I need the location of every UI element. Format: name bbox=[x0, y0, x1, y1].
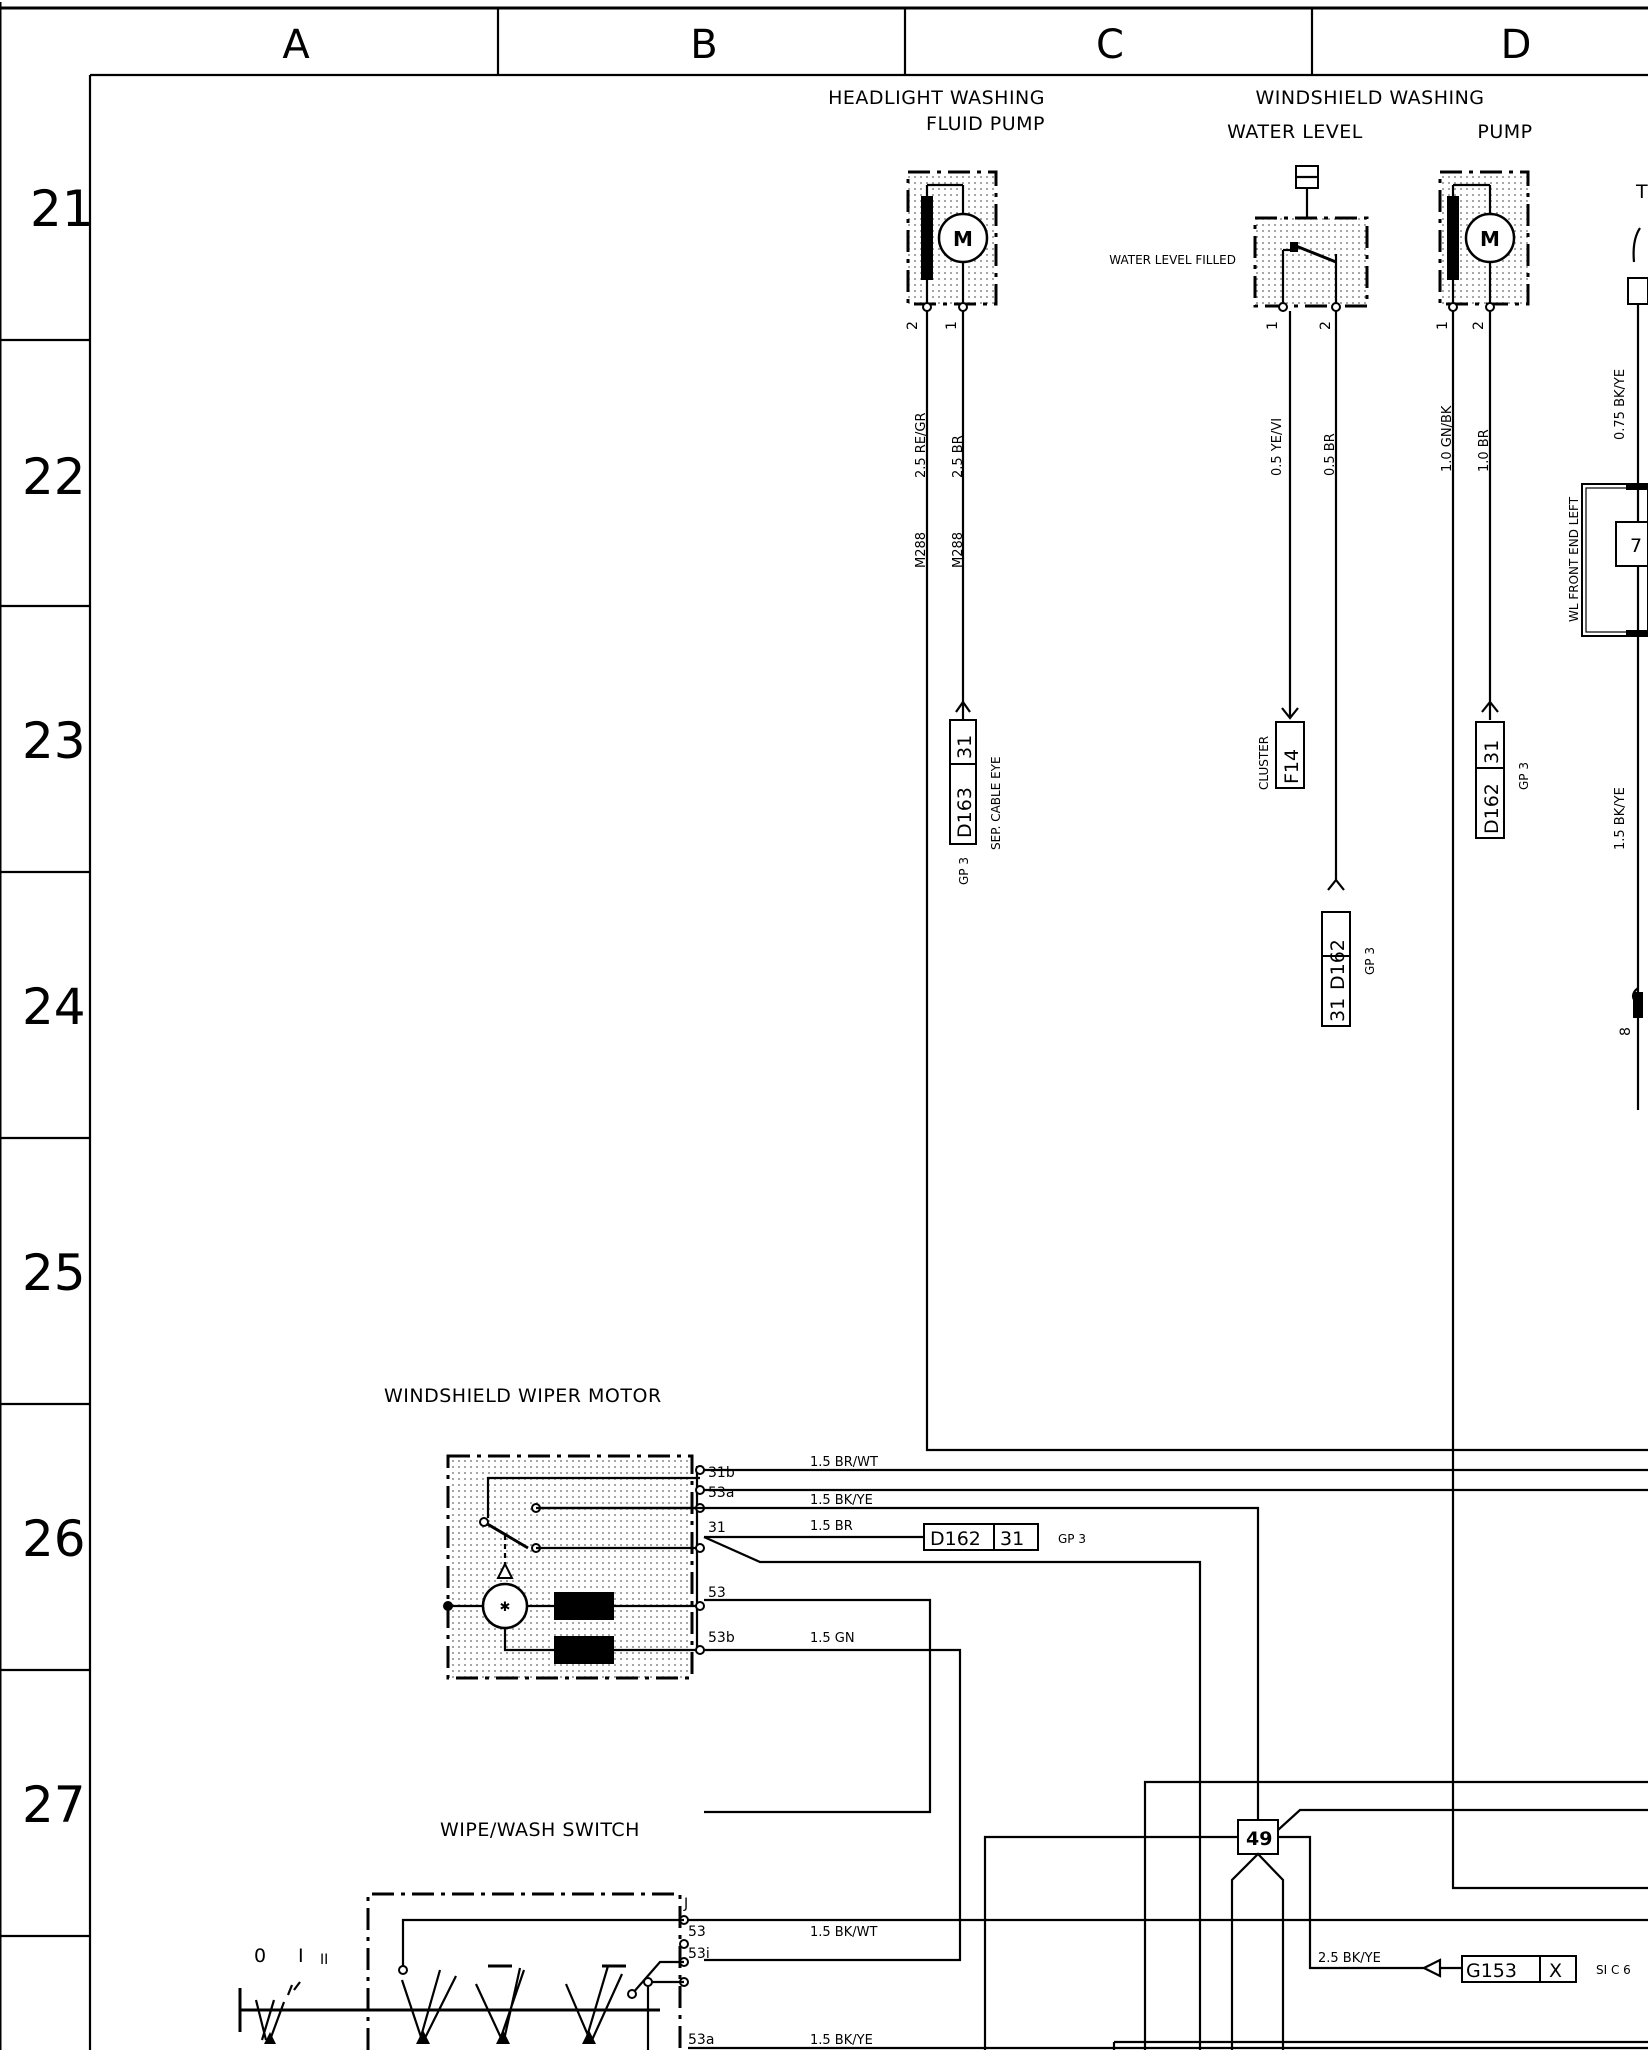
water-level-label: WATER LEVEL bbox=[1227, 121, 1363, 143]
connector-f14: F14 CLUSTER bbox=[1257, 721, 1305, 790]
svg-text:X: X bbox=[1549, 1960, 1562, 1982]
wire-label-wl-1: 0.5 YE/VI bbox=[1270, 418, 1285, 476]
switch-terminal-53a: 53a bbox=[688, 2032, 714, 2048]
svg-text:31: 31 bbox=[1327, 998, 1349, 1022]
svg-text:31: 31 bbox=[1000, 1528, 1024, 1550]
svg-text:D163: D163 bbox=[954, 787, 976, 838]
wire-label-m288-a: M288 bbox=[914, 532, 929, 568]
column-header-a: A bbox=[282, 22, 310, 68]
svg-text:SEP. CABLE EYE: SEP. CABLE EYE bbox=[989, 756, 1003, 850]
connector-d162-a: D162 31 GP 3 bbox=[1321, 911, 1377, 1027]
switch-terminal-53: 53 bbox=[688, 1924, 706, 1940]
svg-text:31: 31 bbox=[1481, 740, 1503, 764]
pump-label: PUMP bbox=[1477, 121, 1532, 143]
water-level-filled-label: WATER LEVEL FILLED bbox=[1109, 253, 1236, 267]
svg-text:7: 7 bbox=[1630, 535, 1642, 557]
row-number-27: 27 bbox=[22, 1776, 86, 1834]
svg-text:SI C 6: SI C 6 bbox=[1596, 1963, 1631, 1977]
terminal-31b: 31b bbox=[708, 1465, 735, 1481]
connector-d162-c: D162 31 GP 3 bbox=[923, 1523, 1086, 1551]
hl-pump-pin-2: 2 bbox=[905, 321, 921, 330]
svg-text:GP 3: GP 3 bbox=[1058, 1532, 1086, 1546]
ws-pump-pin-2: 2 bbox=[1471, 321, 1487, 330]
row-number-23: 23 bbox=[22, 712, 86, 770]
wire-hl-pin2 bbox=[925, 311, 1648, 1452]
partial-right-component: T 0.75 BK/YE WL FRONT END LEFT 7 1.5 BK/… bbox=[1567, 181, 1648, 1110]
ws-pump-pin-1: 1 bbox=[1435, 321, 1451, 330]
svg-text:CLUSTER: CLUSTER bbox=[1257, 736, 1271, 790]
wire-label-ws-2: 1.0 BR bbox=[1477, 429, 1492, 472]
wl-front-end-left-label: WL FRONT END LEFT bbox=[1567, 496, 1581, 622]
splice-49: 49 bbox=[1237, 1819, 1279, 1855]
switch-pos-0: 0 bbox=[254, 1945, 266, 1967]
column-header-d: D bbox=[1501, 22, 1532, 68]
svg-text:F14: F14 bbox=[1281, 749, 1303, 784]
svg-text:GP 3: GP 3 bbox=[957, 857, 971, 885]
connector-d162-b: 31 D162 GP 3 bbox=[1475, 721, 1531, 839]
wire-label-31: 1.5 BR bbox=[810, 1519, 853, 1534]
wire-ws-pin1 bbox=[1451, 311, 1648, 1890]
wire-label-31b: 1.5 BR/WT bbox=[810, 1455, 878, 1470]
wire-53 bbox=[704, 1598, 932, 1814]
svg-text:D162: D162 bbox=[1481, 783, 1503, 834]
wire-label-switch-53a: 1.5 BK/YE bbox=[810, 2033, 873, 2048]
switch-pos-ii: II bbox=[320, 1952, 328, 1968]
wipe-wash-switch-label: WIPE/WASH SWITCH bbox=[440, 1819, 640, 1841]
wire-53a-internal bbox=[536, 1506, 1260, 1820]
svg-text:D162: D162 bbox=[1327, 939, 1349, 990]
headlight-pump-label-line1: HEADLIGHT WASHING bbox=[828, 87, 1045, 109]
row-number-21: 21 bbox=[30, 180, 94, 238]
wire-label-g153: 2.5 BK/YE bbox=[1318, 1951, 1381, 1966]
svg-text:✱: ✱ bbox=[500, 1600, 511, 1615]
terminal-53a: 53a bbox=[708, 1485, 734, 1501]
wl-pin-1: 1 bbox=[1265, 321, 1281, 330]
svg-text:GP 3: GP 3 bbox=[1517, 762, 1531, 790]
windshield-washing-label: WINDSHIELD WASHING bbox=[1255, 87, 1484, 109]
wire-53b bbox=[704, 1648, 962, 1962]
wl-pin-2: 2 bbox=[1318, 321, 1334, 330]
wire-label-hl-2: 2.5 RE/GR bbox=[914, 412, 929, 478]
wire-label-right-bottom: 1.5 BK/YE bbox=[1613, 787, 1628, 850]
windshield-washing-pump: PUMP M 1 2 bbox=[1435, 121, 1532, 330]
wire-31-ground bbox=[703, 1535, 1202, 2050]
svg-text:31: 31 bbox=[954, 735, 976, 759]
wiper-motor-label: WINDSHIELD WIPER MOTOR bbox=[384, 1385, 662, 1407]
row-number-25: 25 bbox=[22, 1244, 86, 1302]
windshield-wiper-motor: WINDSHIELD WIPER MOTOR ✱ 31b 53a 31 53 5… bbox=[384, 1385, 735, 1680]
switch-pos-i: I bbox=[298, 1945, 304, 1967]
row-number-26: 26 bbox=[22, 1510, 86, 1568]
svg-text:G153: G153 bbox=[1466, 1960, 1517, 1982]
wipe-wash-switch: WIPE/WASH SWITCH J 53 53i 53a 0 I II bbox=[238, 1819, 714, 2050]
switch-terminal-j: J bbox=[683, 1896, 688, 1912]
row-number-24: 24 bbox=[22, 978, 86, 1036]
wire-label-53a: 1.5 BK/YE bbox=[810, 1493, 873, 1508]
terminal-53: 53 bbox=[708, 1585, 726, 1601]
svg-text:T: T bbox=[1635, 181, 1648, 203]
wire-label-wl-2: 0.5 BR bbox=[1323, 433, 1338, 476]
hl-pump-pin-1: 1 bbox=[944, 321, 960, 330]
headlight-pump-label-line2: FLUID PUMP bbox=[926, 113, 1045, 135]
water-level-sensor: WATER LEVEL WATER LEVEL FILLED 1 2 bbox=[1109, 121, 1369, 330]
connector-d163: 31 D163 GP 3 SEP. CABLE EYE bbox=[949, 719, 1003, 885]
terminal-31: 31 bbox=[708, 1520, 726, 1536]
connector-g153: G153 X SI C 6 bbox=[1461, 1955, 1631, 1983]
svg-text:49: 49 bbox=[1246, 1828, 1272, 1850]
svg-text:GP 3: GP 3 bbox=[1363, 947, 1377, 975]
motor-symbol: M bbox=[953, 227, 973, 251]
wire-label-right-top: 0.75 BK/YE bbox=[1613, 369, 1628, 440]
wire-label-ws-1: 1.0 GN/BK bbox=[1440, 405, 1455, 472]
headlight-washing-fluid-pump: HEADLIGHT WASHING FLUID PUMP M 2 1 bbox=[828, 87, 1045, 330]
column-header-b: B bbox=[690, 22, 717, 68]
wl-front-pin-8: 8 bbox=[1618, 1027, 1634, 1036]
terminal-53b: 53b bbox=[708, 1630, 735, 1646]
svg-text:D162: D162 bbox=[930, 1528, 981, 1550]
wire-label-53b: 1.5 GN bbox=[810, 1631, 855, 1646]
column-header-c: C bbox=[1096, 22, 1124, 68]
wire-label-switch-53: 1.5 BK/WT bbox=[810, 1925, 877, 1940]
switch-terminal-53i: 53i bbox=[688, 1946, 710, 1962]
row-number-22: 22 bbox=[22, 448, 86, 506]
motor-symbol: M bbox=[1480, 227, 1500, 251]
